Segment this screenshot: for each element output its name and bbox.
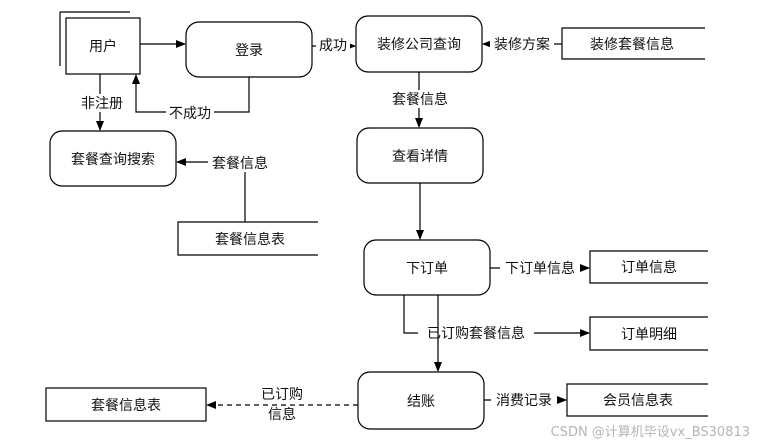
place-order-process: 下订单 <box>363 239 491 296</box>
flow-label-failure: 不成功 <box>169 106 211 122</box>
package-search-label: 套餐查询搜索 <box>71 151 155 168</box>
label-bg <box>166 104 214 122</box>
flow-label-consume-record: 消费记录 <box>496 393 552 409</box>
member-table-store: 会员信息表 <box>566 383 708 417</box>
store-outline <box>589 316 708 351</box>
order-detail-store: 订单明细 <box>589 316 708 351</box>
login-process: 登录 <box>185 21 313 78</box>
checkout-process: 结账 <box>357 371 485 430</box>
store-label: 套餐信息表 <box>91 397 161 414</box>
flow-label-package-info-b: 套餐信息 <box>212 155 268 172</box>
label-bg <box>208 154 272 172</box>
company-query-label: 装修公司查询 <box>377 37 461 53</box>
flow-label-package-info-a: 套餐信息 <box>392 91 448 108</box>
package-info-store-top: 装修套餐信息 <box>561 27 705 60</box>
package-table-store-bottom: 套餐信息表 <box>45 387 207 422</box>
package-search-process: 套餐查询搜索 <box>49 130 177 187</box>
label-bg <box>500 259 580 277</box>
store-label: 会员信息表 <box>603 392 673 409</box>
flow-label-not-registered: 非注册 <box>81 96 123 112</box>
user-entity: 用户 <box>59 11 141 75</box>
label-bg <box>491 391 557 409</box>
order-info-store: 订单信息 <box>589 250 708 284</box>
store-label: 装修套餐信息 <box>590 36 674 53</box>
store-outline <box>177 221 318 256</box>
label-bg <box>386 90 454 108</box>
login-label: 登录 <box>235 43 263 59</box>
user-label: 用户 <box>89 38 117 55</box>
flow-label-ordered-package-info: 已订购套餐信息 <box>427 325 525 342</box>
store-outline <box>45 387 207 422</box>
label-bg <box>316 36 350 54</box>
package-table-store-mid: 套餐信息表 <box>177 221 318 256</box>
view-details-label: 查看详情 <box>392 149 448 165</box>
label-bg <box>75 94 129 112</box>
place-order-label: 下订单 <box>406 261 448 277</box>
user-shadow-edge <box>59 11 130 66</box>
watermark-text: CSDN @计算机毕设vx_BS30813 <box>551 425 750 440</box>
flow-label-order-info: 下订单信息 <box>505 260 575 277</box>
checkout-label: 结账 <box>407 394 435 410</box>
store-outline <box>589 250 708 284</box>
store-label: 订单明细 <box>621 327 677 343</box>
user-box <box>65 17 141 75</box>
store-outline <box>566 383 708 417</box>
flow-label-plan: 装修方案 <box>494 36 550 53</box>
flow-label-success: 成功 <box>319 38 347 54</box>
label-bg <box>490 35 554 53</box>
store-label: 套餐信息表 <box>215 231 285 248</box>
label-bg <box>418 324 534 342</box>
flow-label-ordered-line1: 已订购 <box>261 387 303 403</box>
flow-label-ordered-line2: 信息 <box>268 406 296 423</box>
company-query-process: 装修公司查询 <box>355 15 483 73</box>
store-label: 订单信息 <box>621 259 677 276</box>
view-details-process: 查看详情 <box>356 127 484 184</box>
